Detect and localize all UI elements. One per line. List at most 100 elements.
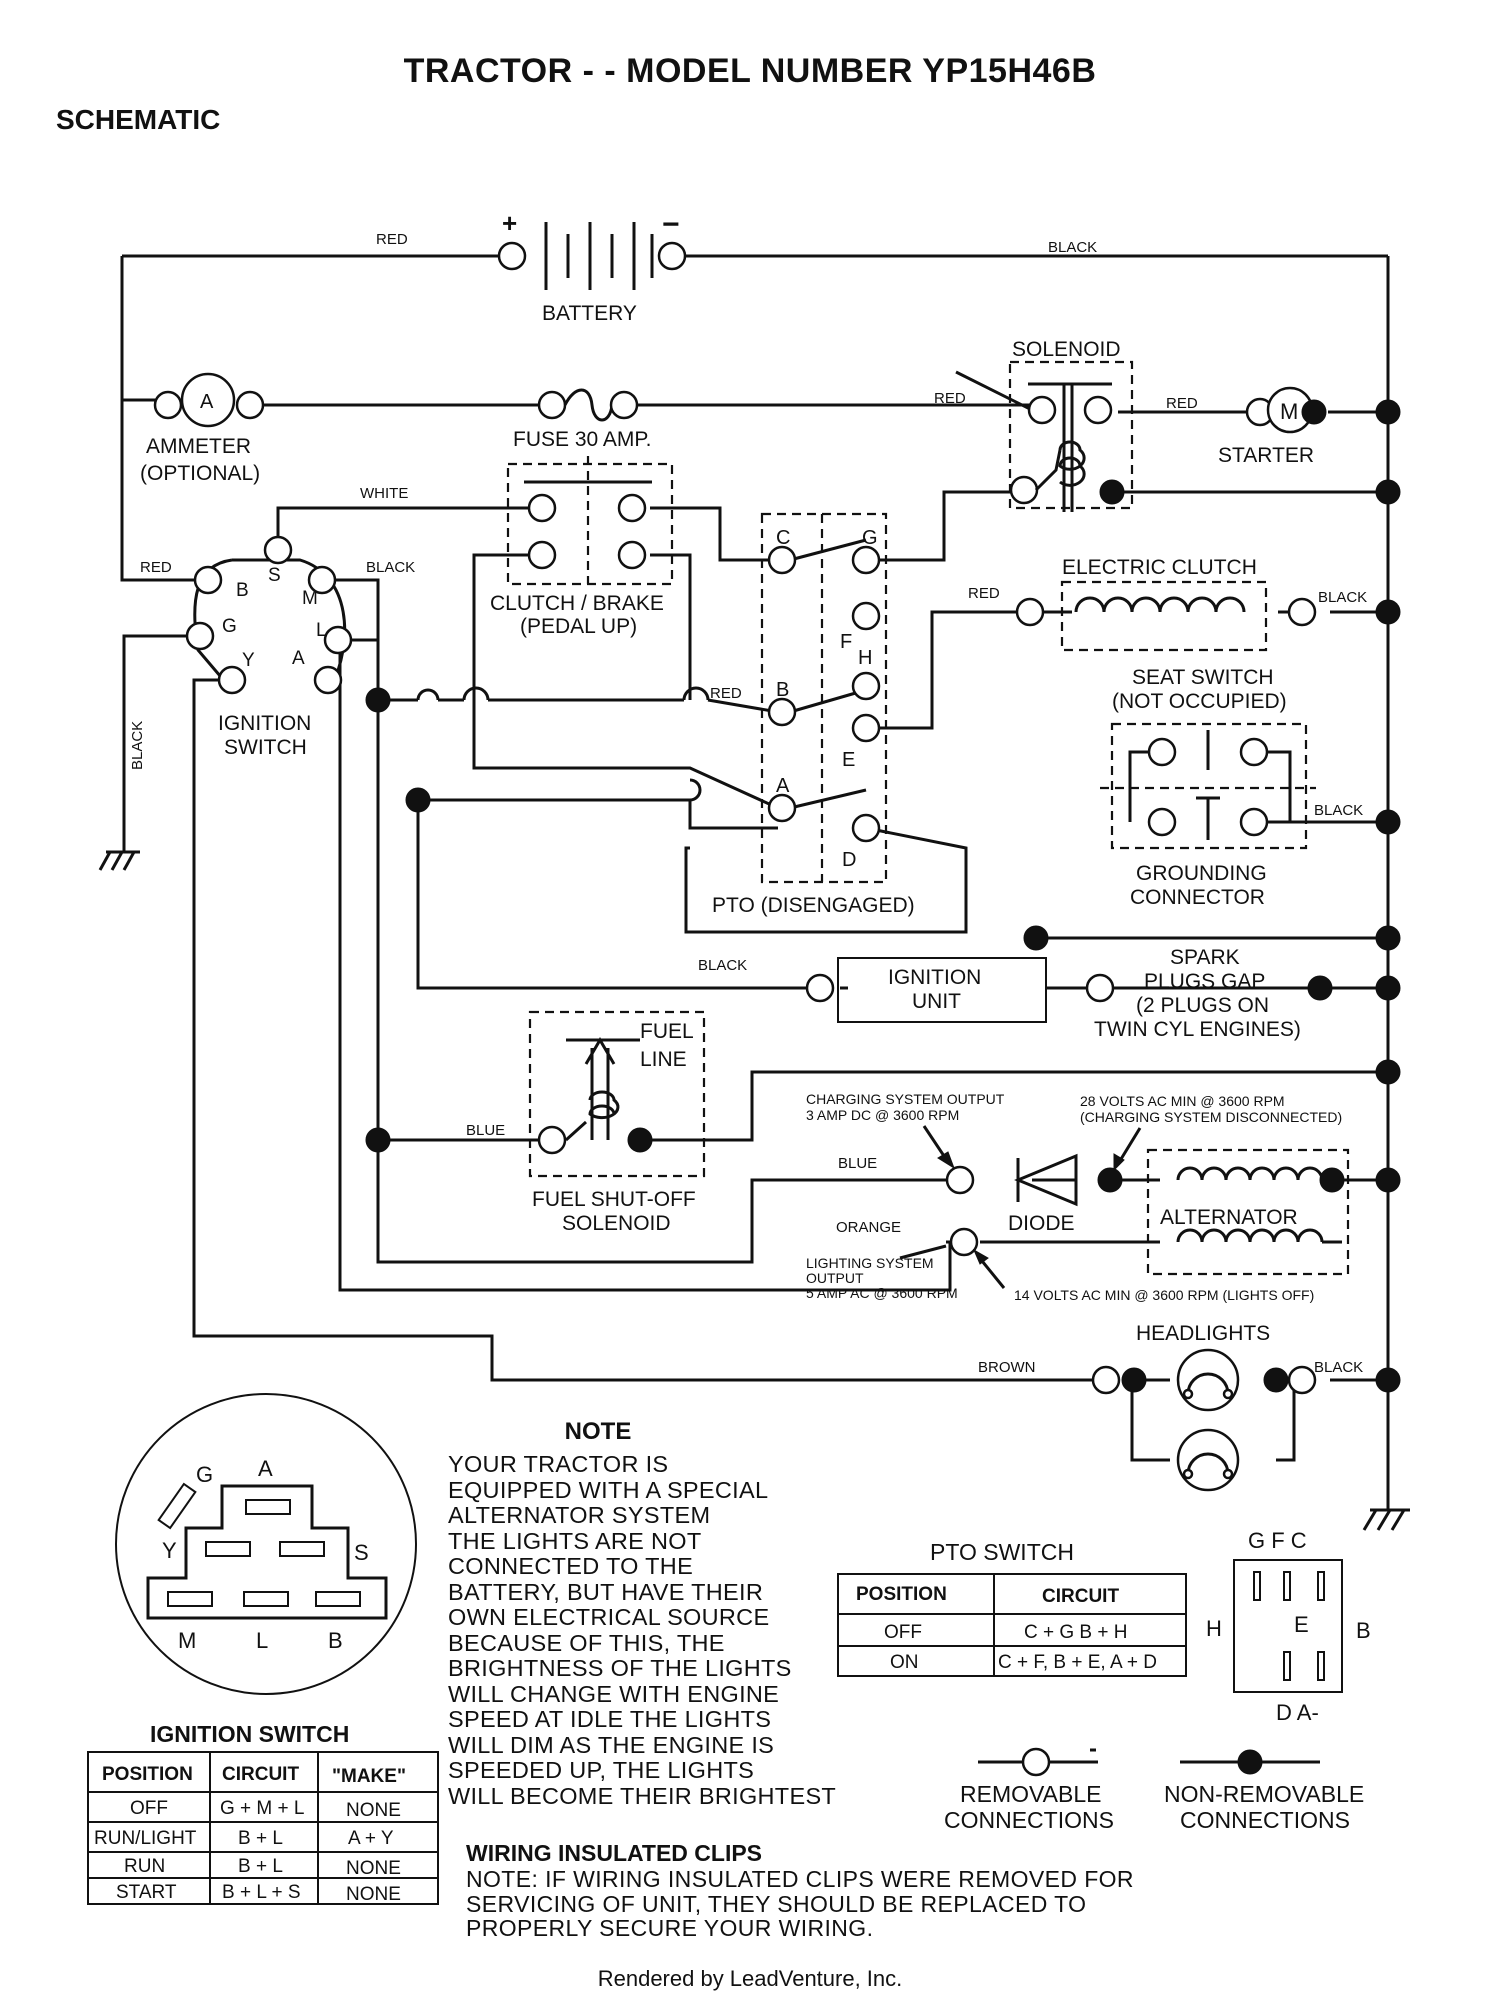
starter-label: STARTER [1218,444,1314,467]
spark-plugs-line-1: SPARK [1170,946,1240,969]
note-line: BRIGHTNESS OF THE LIGHTS [448,1655,792,1681]
note-line: THE LIGHTS ARE NOT [448,1527,702,1554]
wires [120,254,1390,1510]
lighting-output-node [949,1227,979,1257]
lighting-text-2: OUTPUT [806,1270,864,1286]
note-line: WILL BECOME THEIR BRIGHTEST [448,1782,837,1809]
ignition-unit-label-2: UNIT [912,990,961,1013]
battery-minus-icon: − [662,208,680,241]
conn-label-s: S [354,1540,369,1565]
pto-pinout-diagram: G F C H E B D A- [1206,1528,1371,1725]
pto-terminal-h: H [858,647,872,669]
ign-row-0-make: NONE [346,1800,401,1821]
note-line: SPEED AT IDLE THE LIGHTS [448,1706,772,1732]
clutch-brake-label: CLUTCH / BRAKE [490,592,664,615]
connection-legend: REMOVABLE CONNECTIONS NON-REMOVABLE CONN… [944,1747,1364,1833]
note-line: BATTERY, BUT HAVE THEIR [448,1578,764,1605]
wire-labels: RED BLACK RED RED WHITE RED BLACK RED BL… [129,231,1367,1376]
pto-terminal-g: G [862,527,878,549]
grounding-connector-label-2: CONNECTOR [1130,886,1265,909]
note-line: CONNECTED TO THE [448,1553,694,1579]
pto-row-1-circuit: C + F, B + E, A + D [998,1652,1157,1673]
label-red-ignition: RED [140,559,172,576]
ignition-switch-label-1: IGNITION [218,712,311,735]
conn-label-y: Y [162,1538,177,1563]
lighting-text-3: 5 AMP AC @ 3600 RPM [806,1285,958,1301]
pto-terminal-d: D [842,849,856,871]
spark-plugs-line-4: TWIN CYL ENGINES) [1094,1018,1301,1041]
ign-table-header-circuit: CIRCUIT [222,1764,299,1785]
pto-switch-table: PTO SWITCH POSITION CIRCUIT OFF C + G B … [837,1539,1187,1677]
ign-row-2-position: RUN [124,1856,165,1877]
conn-label-g: G [196,1462,213,1487]
seat-switch-label: SEAT SWITCH [1132,666,1274,689]
clips-line: PROPERLY SECURE YOUR WIRING. [466,1915,874,1941]
spark-plugs-line-2: PLUGS GAP [1144,970,1265,993]
ammeter: A AMMETER (OPTIONAL) [140,372,265,485]
ign-terminal-g: G [222,616,237,637]
ign-table-header-make: "MAKE" [332,1766,406,1787]
label-black-seat: BLACK [1314,802,1363,819]
charging-output-text-2: 3 AMP DC @ 3600 RPM [806,1107,959,1123]
ignition-unit: IGNITION UNIT SPARK PLUGS GAP (2 PLUGS O… [805,925,1333,1041]
ign-row-3-make: NONE [346,1884,401,1905]
battery: + − BATTERY [497,208,687,325]
ignition-connector-diagram: G A Y S M L B IGNITION SWITCH [115,1393,417,1747]
pto-pinout-left: H [1206,1616,1222,1641]
label-red-solenoid: RED [934,390,966,407]
conn-label-b: B [328,1628,343,1653]
legend-removable-1: REMOVABLE [960,1781,1101,1807]
clutch-brake-switch: CLUTCH / BRAKE (PEDAL UP) [490,456,674,638]
ignition-switch-label-2: SWITCH [224,736,307,759]
ign-row-3-circuit: B + L + S [222,1882,301,1903]
volts28-text-1: 28 VOLTS AC MIN @ 3600 RPM [1080,1093,1285,1109]
clips-title: WIRING INSULATED CLIPS [466,1840,763,1866]
label-black-ignition-unit: BLACK [698,957,747,974]
electric-clutch: ELECTRIC CLUTCH [1015,556,1401,652]
ammeter-note: (OPTIONAL) [140,462,260,485]
electric-clutch-label: ELECTRIC CLUTCH [1062,556,1257,579]
headlights: HEADLIGHTS [1091,1322,1401,1492]
note-line: WILL CHANGE WITH ENGINE [448,1680,780,1707]
alternator-label: ALTERNATOR [1160,1206,1298,1229]
fuel-line-label-2: LINE [640,1048,687,1071]
starter: M STARTER [1218,386,1401,467]
note-line: SPEEDED UP, THE LIGHTS [448,1757,755,1783]
note-line: EQUIPPED WITH A SPECIAL [448,1476,769,1503]
ign-terminal-s: S [268,565,281,586]
legend-nonremovable-2: CONNECTIONS [1180,1807,1350,1833]
pto-terminal-c: C [776,527,790,549]
pto-terminal-f: F [840,631,852,653]
battery-label: BATTERY [542,302,637,325]
ign-terminal-y: Y [242,650,255,671]
ign-row-3-position: START [116,1882,177,1903]
wiring-clips-note: WIRING INSULATED CLIPS NOTE: IF WIRING I… [466,1840,1134,1941]
label-orange: ORANGE [836,1219,901,1236]
ign-terminal-m: M [302,588,318,609]
solenoid-label: SOLENOID [1012,338,1121,361]
diode-label: DIODE [1008,1212,1075,1235]
conn-label-l: L [256,1628,268,1653]
volts14-text: 14 VOLTS AC MIN @ 3600 RPM (LIGHTS OFF) [1014,1287,1314,1303]
conn-label-m: M [178,1628,196,1653]
footer: Rendered by LeadVenture, Inc. [597,1966,903,1991]
note-block: NOTE YOUR TRACTOR IS EQUIPPED WITH A SPE… [448,1418,868,1809]
pto-row-0-position: OFF [884,1622,922,1643]
label-black-ignition: BLACK [366,559,415,576]
ammeter-label: AMMETER [146,435,251,458]
ign-row-0-circuit: G + M + L [220,1798,304,1819]
ign-row-1-position: RUN/LIGHT [94,1828,197,1849]
legend-removable-2: CONNECTIONS [944,1807,1114,1833]
note-line: YOUR TRACTOR IS [448,1451,669,1477]
pto-table-header-circuit: CIRCUIT [1042,1586,1119,1607]
ign-row-2-circuit: B + L [238,1856,283,1877]
note-title: NOTE [564,1418,632,1445]
seat-switch: SEAT SWITCH (NOT OCCUPIED) GROUNDING CON… [1100,666,1401,909]
label-white: WHITE [360,485,408,502]
ign-row-1-circuit: B + L [238,1828,283,1849]
pto-pinout-bottom: D A- [1276,1700,1319,1725]
alternator: ALTERNATOR [1146,1148,1350,1276]
ign-terminal-a: A [292,648,305,669]
pto-terminal-a: A [776,775,790,797]
